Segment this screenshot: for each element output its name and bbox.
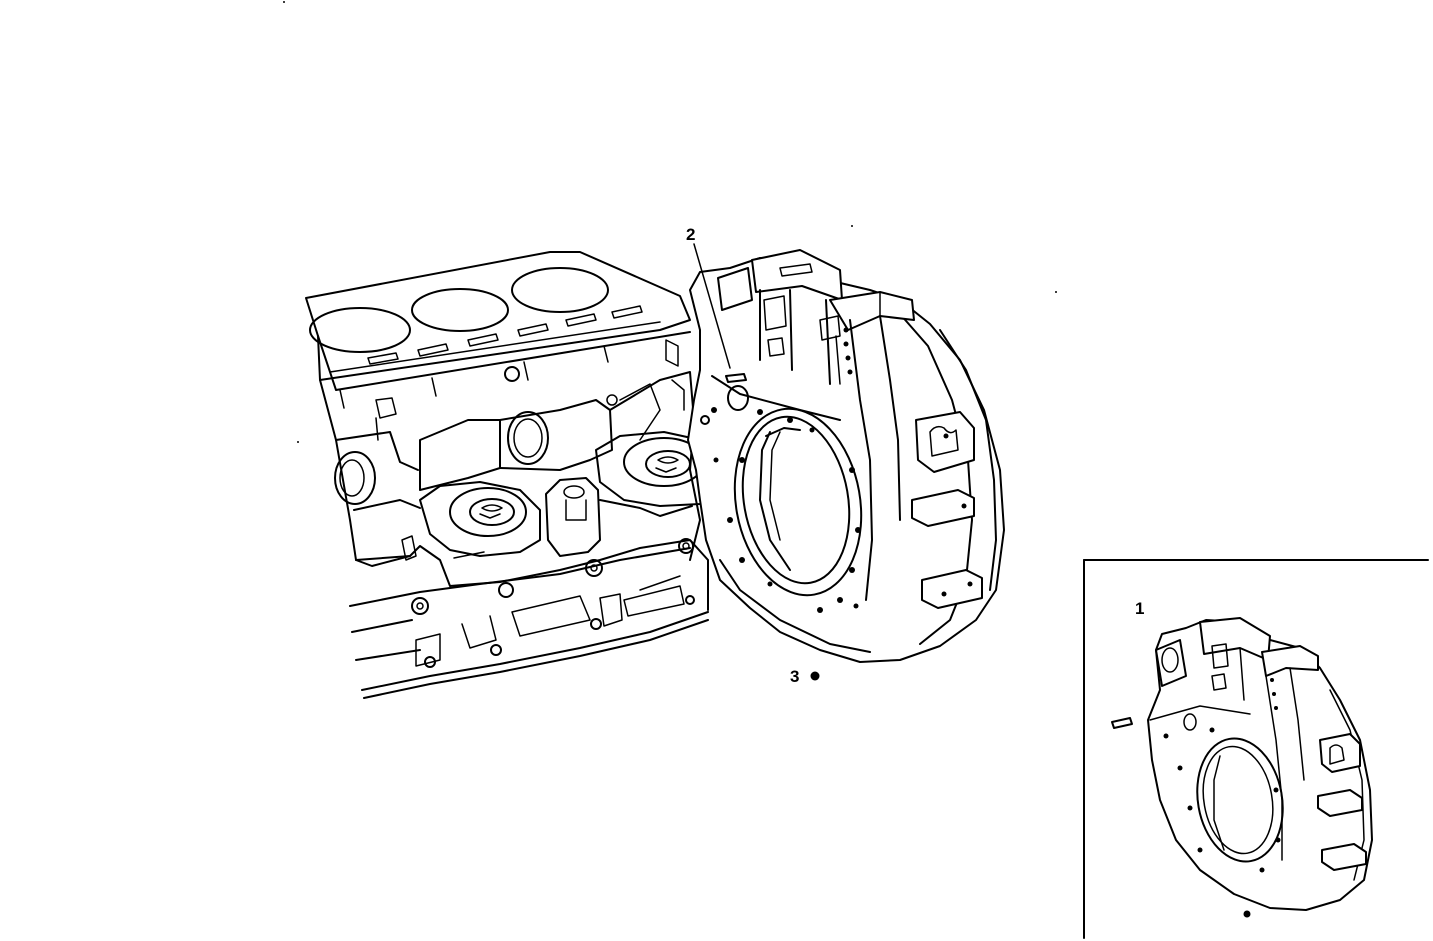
callout-1: 1 <box>1135 599 1144 618</box>
flywheel-housing <box>687 249 1005 663</box>
leader-line-2 <box>693 243 731 369</box>
inset-pin-part <box>1111 717 1133 729</box>
cylinder-bore <box>411 288 509 332</box>
engine-block <box>305 251 729 699</box>
inset-frame <box>1083 559 1429 939</box>
inset-flywheel-housing <box>1147 617 1373 911</box>
cylinder-bore <box>309 307 411 353</box>
pin-part-2 <box>725 373 747 383</box>
inset-marker <box>1243 910 1251 918</box>
callout-2: 2 <box>686 225 695 244</box>
callout-marker <box>810 671 820 681</box>
callout-3: 3 <box>790 667 799 686</box>
cylinder-bore <box>511 267 609 313</box>
